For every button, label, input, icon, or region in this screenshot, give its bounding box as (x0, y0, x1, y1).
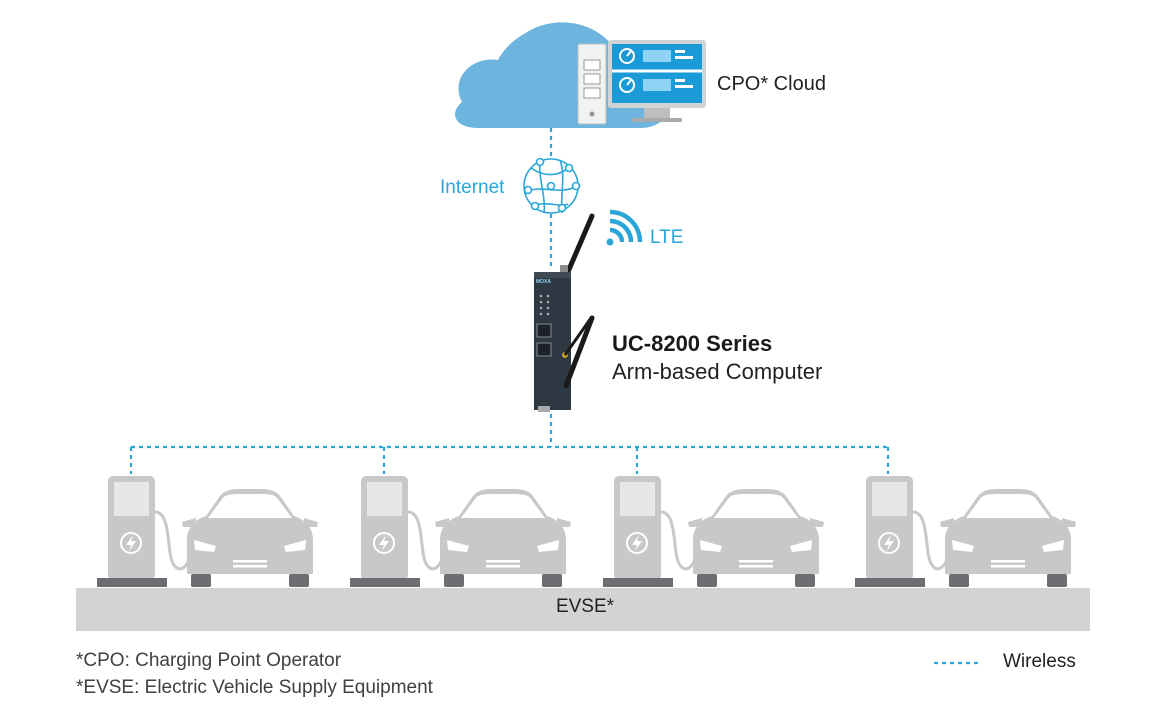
ethernet-port-1 (536, 323, 552, 338)
tire-left (697, 574, 717, 587)
headlight-left (700, 540, 722, 552)
car-icon (688, 489, 824, 587)
charger-icon (97, 476, 192, 587)
charger-icon (350, 476, 445, 587)
uc8200-device: MOXA (534, 213, 595, 412)
mirror-right (557, 518, 571, 527)
windshield (714, 494, 798, 518)
mirror-left (940, 518, 954, 527)
headlight-left (952, 540, 974, 552)
monitor-icon (608, 40, 706, 122)
mirror-left (688, 518, 702, 527)
footnote-evse: *EVSE: Electric Vehicle Supply Equipment (76, 677, 433, 698)
headlight-left (447, 540, 469, 552)
footnote-cpo: *CPO: Charging Point Operator (76, 650, 342, 671)
headlight-right (790, 540, 812, 552)
lte-signal-icon (606, 209, 643, 246)
lte-label: LTE (650, 227, 684, 248)
car-icon (940, 489, 1076, 587)
internet-label: Internet (440, 177, 505, 198)
mirror-left (435, 518, 449, 527)
grille (739, 560, 773, 563)
windshield (966, 494, 1050, 518)
car-icon (182, 489, 318, 587)
tire-right (1047, 574, 1067, 587)
device-brand-text: MOXA (536, 279, 551, 285)
server-icon (577, 43, 607, 125)
tire-left (191, 574, 211, 587)
grille (233, 560, 267, 563)
tire-left (949, 574, 969, 587)
cpo-cloud-label: CPO* Cloud (717, 73, 826, 95)
grille (991, 560, 1025, 563)
windshield (208, 494, 292, 518)
device-subtitle: Arm-based Computer (612, 359, 823, 384)
evse-unit-1 (97, 476, 318, 587)
car-icon (435, 489, 571, 587)
headlight-right (284, 540, 306, 552)
mirror-right (304, 518, 318, 527)
evse-label: EVSE* (555, 596, 615, 617)
charging-cable (154, 510, 192, 571)
charging-cable (912, 510, 950, 571)
grille (486, 560, 520, 563)
ethernet-port-2 (536, 342, 552, 357)
mirror-right (810, 518, 824, 527)
charging-cable (660, 510, 698, 571)
mirror-left (182, 518, 196, 527)
lightning-icon (884, 535, 894, 551)
internet-globe-icon (523, 157, 581, 214)
evse-unit-4 (855, 476, 1076, 587)
lightning-icon (632, 535, 642, 551)
charger-icon (855, 476, 950, 587)
tire-right (542, 574, 562, 587)
headlight-left (194, 540, 216, 552)
device-title: UC-8200 Series (612, 331, 773, 356)
headlight-right (1042, 540, 1064, 552)
evse-stations (97, 476, 1076, 587)
windshield (461, 494, 545, 518)
mirror-right (1062, 518, 1076, 527)
lightning-icon (126, 535, 136, 551)
evse-platform (76, 588, 1090, 631)
wireless-links (129, 128, 890, 474)
tire-left (444, 574, 464, 587)
evse-unit-2 (350, 476, 571, 587)
tire-right (795, 574, 815, 587)
charger-icon (603, 476, 698, 587)
headlight-right (537, 540, 559, 552)
tire-right (289, 574, 309, 587)
evse-unit-3 (603, 476, 824, 587)
charging-cable (407, 510, 445, 571)
legend-wireless-label: Wireless (1003, 651, 1076, 672)
lightning-icon (379, 535, 389, 551)
